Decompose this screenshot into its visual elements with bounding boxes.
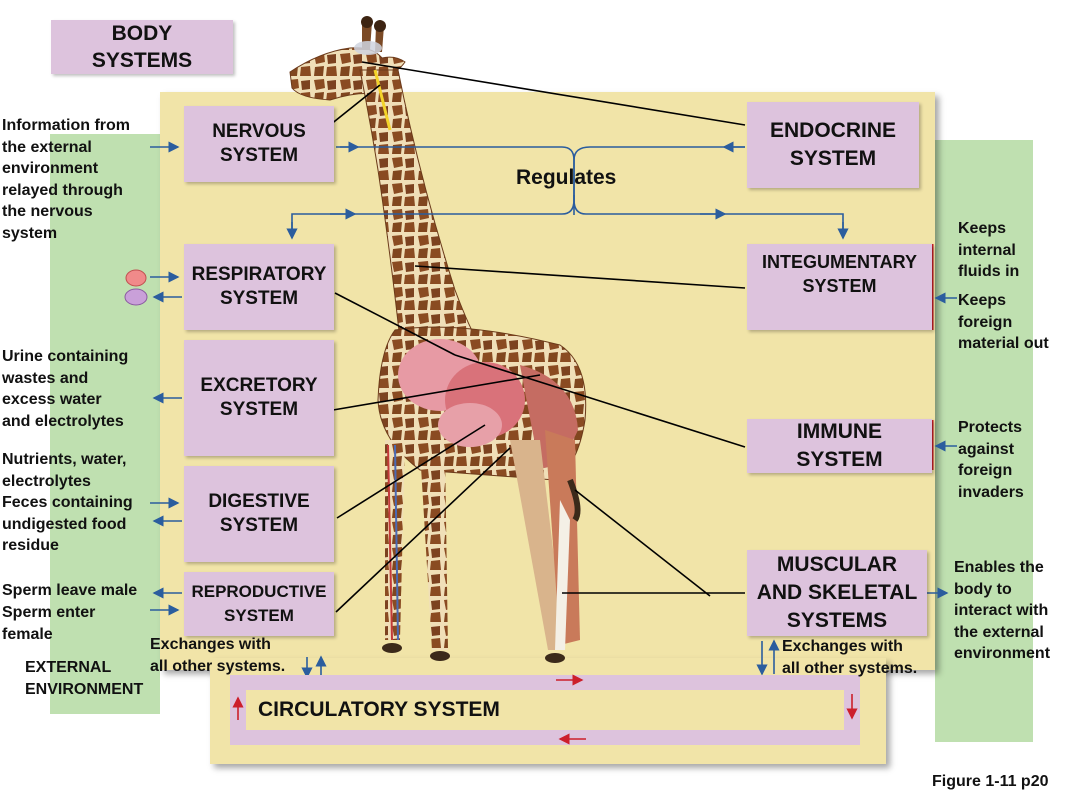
reproductive-system-box: REPRODUCTIVE SYSTEM [184,572,334,636]
nervous-system-box: NERVOUS SYSTEM [184,106,334,182]
external-environment-right-panel [935,140,1033,742]
figure-caption: Figure 1-11 p20 [932,773,1049,790]
diagram-title: BODY SYSTEMS [51,20,233,74]
excretory-system-box: EXCRETORY SYSTEM [184,340,334,456]
immune-system-box: IMMUNE SYSTEM [747,419,932,473]
external-environment-left-panel [50,134,160,714]
regulates-label: Regulates [516,166,617,189]
endocrine-system-box: ENDOCRINE SYSTEM [747,102,919,188]
external-environment-label: EXTERNAL ENVIRONMENT [25,659,144,698]
integumentary-system-box: INTEGUMENTARY SYSTEM [747,244,932,330]
circulatory-system-label: CIRCULATORY SYSTEM [258,698,500,721]
urine-note: Urine containing wastes and excess water… [2,348,129,430]
nutrients-note: Nutrients, water, electrolytes [2,451,127,490]
respiratory-system-box: RESPIRATORY SYSTEM [184,244,334,330]
enables-note: Enables the body to interact with the ex… [954,559,1051,662]
info-external-note: Information from the external environmen… [2,117,130,242]
protects-note: Protects against foreign invaders [958,419,1024,501]
feces-note: Feces containing undigested food residue [2,494,133,554]
exchanges-left-note: Exchanges with all other systems. [150,636,286,675]
keeps-fluids-note: Keeps internal fluids in [958,220,1020,280]
keeps-foreign-note: Keeps foreign material out [958,292,1049,352]
sperm-enter-note: Sperm enter female [2,604,96,643]
exchanges-right-note: Exchanges with all other systems. [782,638,918,677]
muscular-skeletal-systems-box: MUSCULAR AND SKELETAL SYSTEMS [747,550,927,636]
sperm-leave-note: Sperm leave male [2,582,138,599]
digestive-system-box: DIGESTIVE SYSTEM [184,466,334,562]
